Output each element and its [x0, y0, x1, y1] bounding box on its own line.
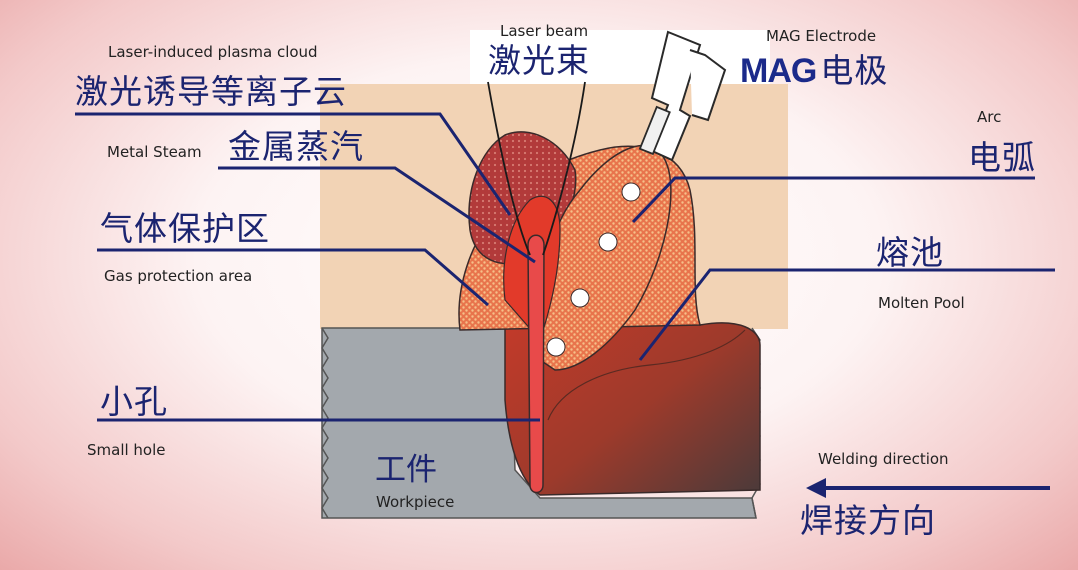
leader-metal-steam	[218, 166, 536, 264]
arc-label-en: Arc	[977, 108, 1002, 126]
mag-electrode-label-prefix: MAG	[740, 52, 817, 90]
gas-label-en: Gas protection area	[104, 267, 253, 285]
direction-label-en: Welding direction	[818, 450, 949, 468]
droplet	[570, 288, 590, 308]
mag-electrode-label-suffix: 电极	[820, 51, 889, 90]
workpiece-label-en: Workpiece	[376, 493, 455, 511]
laser-beam-label-en: Laser beam	[500, 22, 589, 40]
plasma-label-en: Laser-induced plasma cloud	[108, 43, 318, 61]
droplet	[598, 232, 618, 252]
leader-molten	[638, 268, 1055, 361]
metal-steam-label-en: Metal Steam	[107, 143, 202, 161]
mag-electrode-icon	[638, 30, 727, 162]
leader-gas	[97, 248, 489, 307]
leader-lines	[75, 112, 1055, 422]
laser-beam-right	[542, 81, 586, 256]
hole-label-en: Small hole	[87, 441, 166, 459]
mag-electrode-label-en: MAG Electrode	[766, 27, 877, 45]
droplet	[621, 182, 641, 202]
molten-label-en: Molten Pool	[878, 294, 965, 312]
metal-steam-label-zh: 金属蒸汽	[228, 127, 364, 166]
leader-arc	[631, 176, 1035, 224]
hole-label-zh: 小孔	[100, 382, 168, 421]
arrow-left-icon	[806, 478, 1050, 498]
leader-plasma	[75, 112, 512, 216]
laser-beam-label-zh: 激光束	[488, 41, 590, 80]
direction-label-zh: 焊接方向	[800, 501, 936, 540]
workpiece-jagged-edge	[321, 327, 329, 519]
gas-label-zh: 气体保护区	[100, 209, 270, 248]
molten-label-zh: 熔池	[876, 233, 944, 272]
arc-label-zh: 电弧	[968, 138, 1036, 177]
droplet	[546, 337, 566, 357]
weld-bead-inner	[547, 329, 746, 421]
laser-beam-left	[487, 81, 531, 256]
workpiece-label-zh: 工件	[375, 452, 437, 488]
keyhole	[527, 234, 545, 494]
plasma-label-zh: 激光诱导等离子云	[75, 72, 347, 111]
